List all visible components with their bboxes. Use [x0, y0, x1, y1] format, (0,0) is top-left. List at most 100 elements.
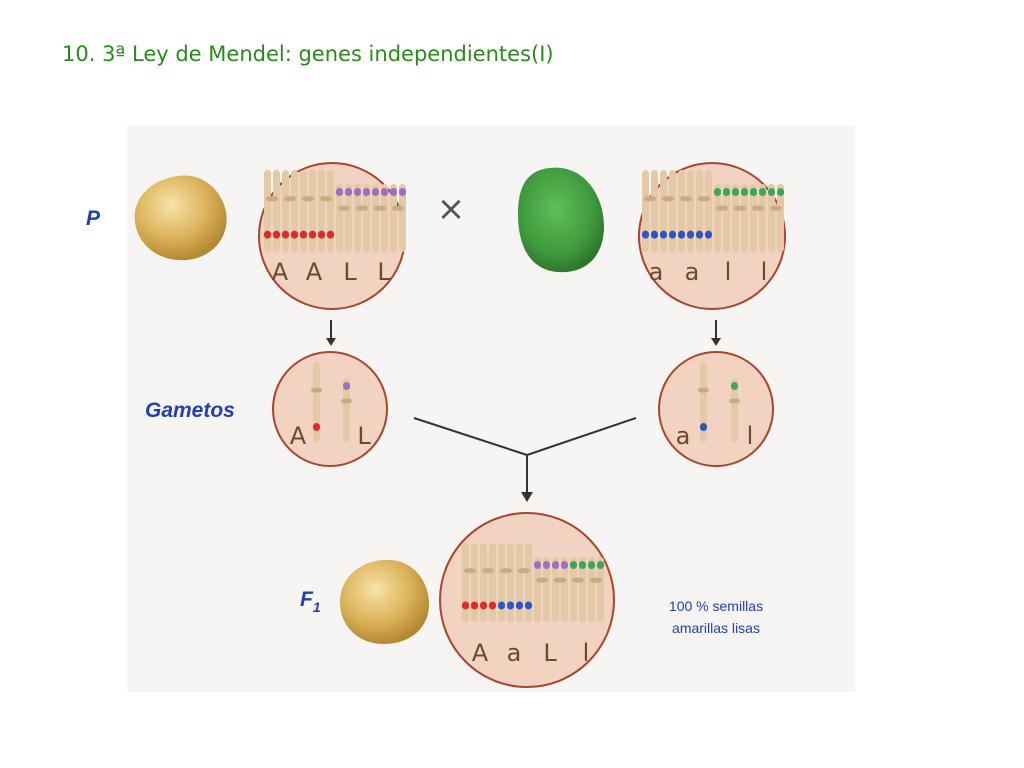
gene-band	[273, 230, 280, 239]
f1-note-line2: amarillas lisas	[672, 620, 760, 636]
allele-label: a	[676, 422, 691, 450]
cell-gamete-left	[272, 351, 388, 467]
gene-band	[651, 230, 658, 239]
chromatid	[363, 184, 370, 252]
chromatid	[714, 184, 721, 252]
gene-band	[768, 188, 775, 196]
chromatid	[768, 184, 775, 252]
gene-band	[291, 230, 298, 239]
gene-band	[525, 601, 532, 610]
label-gametes: Gametos	[145, 399, 235, 422]
chromatid	[399, 184, 406, 252]
chromatid	[300, 170, 307, 252]
gene-band	[777, 188, 784, 196]
centromere	[716, 205, 728, 211]
chromatid	[507, 543, 514, 622]
centromere	[698, 387, 709, 393]
cross-symbol: ×	[437, 189, 466, 229]
gene-band	[741, 188, 748, 196]
allele-label: A	[306, 258, 323, 286]
gene-band	[705, 230, 712, 239]
gene-band	[471, 601, 478, 610]
allele-label: A	[290, 422, 307, 450]
chromatid	[354, 184, 361, 252]
chromatid	[498, 543, 505, 622]
centromere	[266, 196, 278, 202]
gene-band	[597, 561, 604, 569]
centromere	[518, 568, 530, 574]
arrow-left-down	[326, 320, 336, 346]
gene-band	[498, 601, 505, 610]
gene-band	[731, 382, 738, 390]
gene-band	[354, 188, 361, 196]
alleles-gamete-right: a l	[676, 422, 754, 450]
gene-band	[399, 188, 406, 196]
allele-label: L	[543, 639, 557, 667]
gene-band	[390, 188, 397, 196]
gene-band	[759, 188, 766, 196]
chromatid	[561, 557, 568, 622]
gene-band	[336, 188, 343, 196]
centromere	[752, 205, 764, 211]
chromatid	[525, 543, 532, 622]
chromatid	[669, 170, 676, 252]
chromatid	[741, 184, 748, 252]
centromere	[554, 577, 566, 583]
centromere	[536, 577, 548, 583]
chromatid	[471, 543, 478, 622]
chromatid	[660, 170, 667, 252]
gene-band	[723, 188, 730, 196]
chromatid	[723, 184, 730, 252]
label-f1-sub: 1	[313, 599, 321, 615]
alleles-parent-left: A A L L	[272, 258, 392, 286]
chromatid	[480, 543, 487, 622]
arrow-right-down	[711, 320, 721, 346]
label-p: P	[86, 207, 101, 230]
centromere	[680, 196, 692, 202]
chromatid	[732, 184, 739, 252]
centromere	[729, 398, 740, 404]
gene-band	[489, 601, 496, 610]
green-pea-parent-icon	[518, 167, 604, 273]
gene-band	[300, 230, 307, 239]
centromere	[500, 568, 512, 574]
chromatid	[372, 184, 379, 252]
gene-band	[750, 188, 757, 196]
centromere	[311, 387, 322, 393]
merge-arrow	[413, 417, 637, 502]
centromere	[482, 568, 494, 574]
chromatid	[534, 557, 541, 622]
alleles-gamete-left: A L	[290, 422, 372, 450]
gene-band	[309, 230, 316, 239]
chromosomes-parent-left	[264, 170, 406, 252]
allele-label: L	[343, 258, 357, 286]
alleles-parent-right: a a l l	[649, 258, 768, 286]
chromosomes-gamete-left	[311, 362, 352, 442]
allele-label: a	[649, 258, 664, 286]
label-f1: F1	[300, 588, 321, 615]
chromatid	[642, 170, 649, 252]
chromatid	[327, 170, 334, 252]
gene-band	[714, 188, 721, 196]
gene-band	[363, 188, 370, 196]
centromere	[572, 577, 584, 583]
gene-band	[669, 230, 676, 239]
chromatid	[696, 170, 703, 252]
chromatid	[570, 557, 577, 622]
gene-band	[732, 188, 739, 196]
centromere	[320, 196, 332, 202]
gene-band	[642, 230, 649, 239]
centromere	[734, 205, 746, 211]
gene-band	[687, 230, 694, 239]
gene-band	[343, 382, 350, 390]
gene-band	[462, 601, 469, 610]
gene-band	[588, 561, 595, 569]
yellow-pea-f1-icon	[340, 559, 430, 644]
gene-band	[534, 561, 541, 569]
gene-band	[570, 561, 577, 569]
chromatid	[336, 184, 343, 252]
chromatid	[731, 378, 738, 442]
centromere	[770, 205, 782, 211]
gene-band	[700, 423, 707, 431]
chromatid	[777, 184, 784, 252]
